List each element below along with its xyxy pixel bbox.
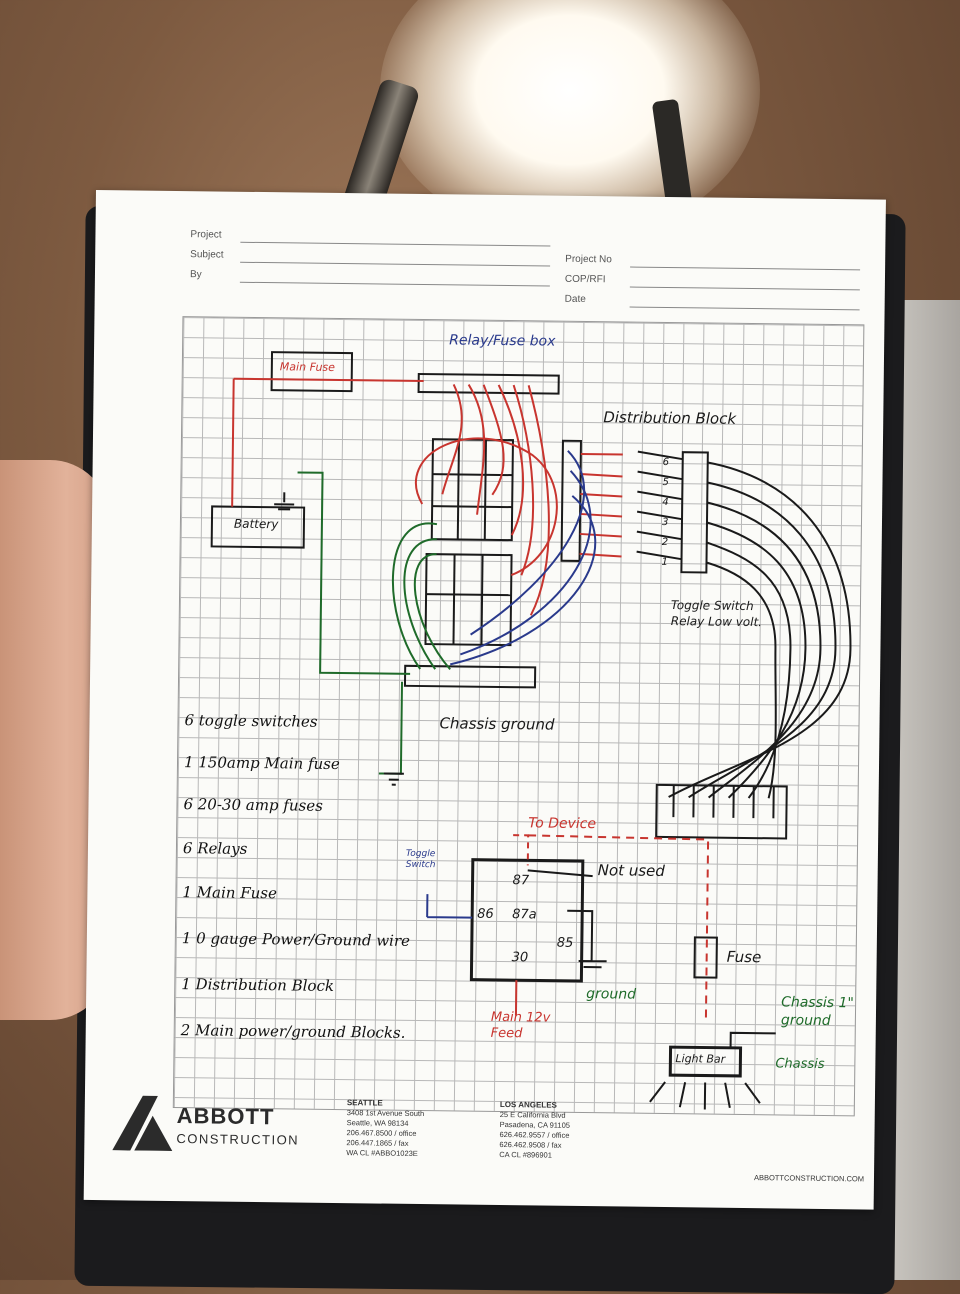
pin-87a: 87a	[512, 907, 537, 923]
la-address: LOS ANGELES 25 E California Blvd Pasaden…	[499, 1100, 570, 1161]
pin-86: 86	[477, 906, 494, 922]
distribution-strip	[560, 439, 582, 562]
parts-list-item: 2 Main power/ground Blocks.	[180, 1021, 406, 1042]
address-line: 206.447.1865 / fax	[346, 1138, 409, 1148]
pin-85: 85	[556, 935, 574, 951]
inline-fuse	[693, 936, 718, 979]
toggle-switch-panel	[655, 783, 788, 840]
parts-list-item: 1 Main Fuse	[182, 883, 278, 903]
relay-detail-box	[469, 858, 585, 983]
parts-list-item: 1 Distribution Block	[181, 975, 335, 995]
address-line: 206.467.8500 / office	[346, 1128, 417, 1138]
address-line: Pasadena, CA 91105	[499, 1120, 571, 1130]
parts-list-item: 6 Relays	[182, 839, 248, 858]
main-fuse-label: Main Fuse	[279, 360, 336, 374]
terminal-3: 3	[661, 516, 669, 529]
parts-list-item: 1 150amp Main fuse	[183, 753, 340, 774]
main-feed-label: Main 12v Feed	[490, 1009, 551, 1042]
brand-top: ABBOTT	[176, 1103, 275, 1130]
pin-30: 30	[511, 950, 529, 966]
chassis-ground-bar	[403, 664, 537, 689]
to-device-label: To Device	[528, 815, 597, 833]
relay-fuse-box-label: Relay/Fuse box	[449, 332, 556, 350]
terminal-4: 4	[662, 496, 669, 509]
seattle-title: SEATTLE	[346, 1098, 383, 1108]
wiring-diagram	[210, 351, 852, 1110]
battery-box	[210, 505, 306, 549]
address-line: WA CL #ABBO1023E	[346, 1148, 418, 1159]
main-fuse-box	[270, 351, 354, 393]
abbott-logo	[112, 1095, 183, 1156]
parts-list-item: 6 20-30 amp fuses	[183, 795, 323, 815]
toggle-relay-note: Toggle Switch Relay Low volt.	[670, 598, 763, 630]
brand-bottom: CONSTRUCTION	[176, 1131, 300, 1148]
battery-label: Battery	[233, 516, 279, 532]
chassis-ground-note: Chassis 1" ground	[780, 994, 855, 1030]
distribution-block-label: Distribution Block	[603, 408, 737, 428]
ground-label: ground	[586, 986, 637, 1003]
chassis-ground-label: Chassis ground	[439, 714, 555, 734]
address-line: 626.462.9508 / fax	[499, 1139, 562, 1150]
distribution-block	[680, 451, 709, 574]
toggle-switch-label: Toggle Switch	[405, 848, 436, 871]
address-line: 25 E California Blvd	[499, 1110, 566, 1120]
light-bar-label: Light Bar	[675, 1052, 726, 1066]
wiring-sketch-sheet: Project Subject By Project No COP/RFI Da…	[83, 190, 886, 1210]
la-title: LOS ANGELES	[499, 1100, 557, 1110]
parts-list-item: 1 0 gauge Power/Ground wire	[181, 929, 411, 950]
light-bar-box	[668, 1045, 743, 1078]
abbott-logo-icon	[112, 1095, 173, 1152]
address-line: CA CL #896901	[499, 1149, 552, 1160]
not-used-label: Not used	[597, 861, 665, 880]
parts-list-item: 6 toggle switches	[184, 711, 318, 731]
terminal-6: 6	[662, 456, 670, 469]
seattle-address: SEATTLE 3408 1st Avenue South Seattle, W…	[346, 1098, 424, 1159]
address-line: 626.462.9557 / office	[499, 1130, 570, 1140]
relay-block-lower	[424, 553, 513, 647]
relay-block-upper	[430, 438, 514, 542]
terminal-5: 5	[662, 476, 669, 489]
terminal-1: 1	[661, 556, 668, 569]
chassis-lower-label: Chassis	[775, 1056, 825, 1072]
fuse-label: Fuse	[726, 947, 762, 967]
address-line: 3408 1st Avenue South	[346, 1108, 425, 1119]
website: ABBOTTCONSTRUCTION.COM	[753, 1173, 865, 1184]
terminal-2: 2	[661, 536, 669, 549]
relay-fuse-busbar	[417, 372, 560, 395]
pin-87: 87	[512, 873, 530, 889]
address-line: Seattle, WA 98134	[346, 1118, 409, 1128]
